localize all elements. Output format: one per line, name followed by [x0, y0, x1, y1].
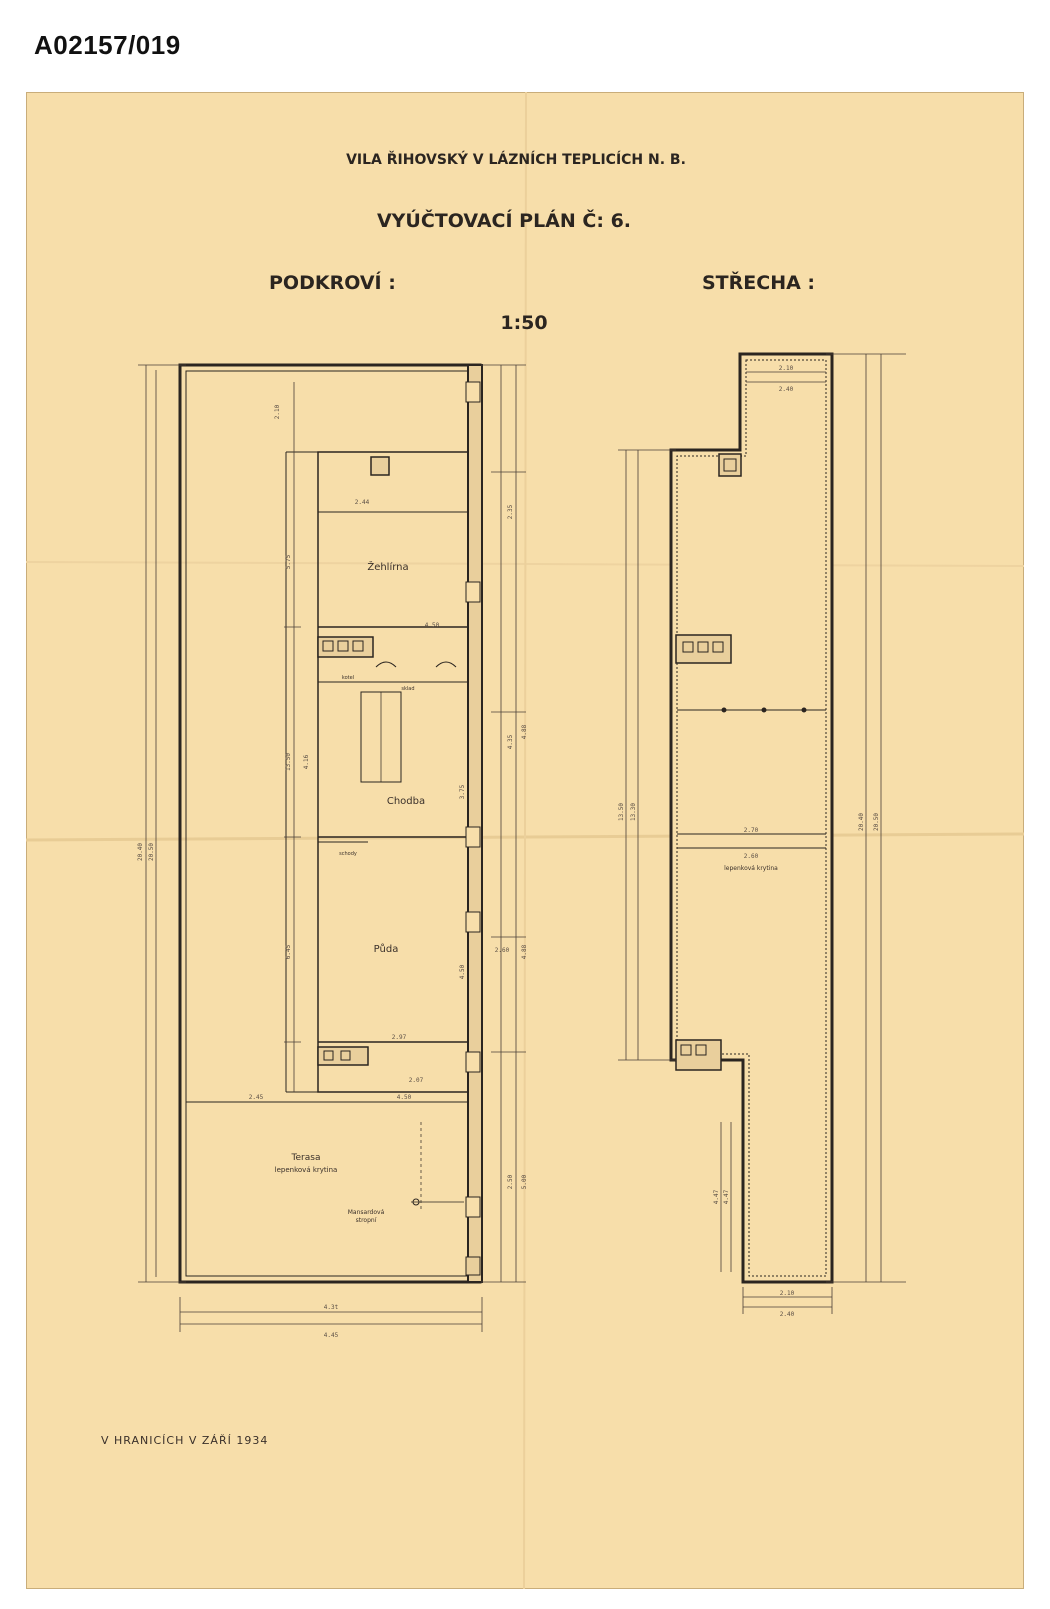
room-label-mansard: Mansardová	[348, 1209, 385, 1216]
dim-left-f: 4.50	[397, 1094, 412, 1101]
roof-plan	[669, 352, 834, 1284]
dim-right-low-2: 4.47	[723, 1189, 730, 1204]
dim-left-e: 2.45	[249, 1094, 264, 1101]
dim-left-inc: 2.07	[409, 1077, 424, 1084]
dim-right-left: 13.50	[618, 803, 625, 821]
dim-left-c: 4.16	[303, 754, 310, 769]
roof-label: lepenková krytina	[724, 865, 778, 872]
dim-left-r8: 2.60	[495, 947, 510, 954]
dim-right-left-2: 13.30	[630, 803, 637, 821]
dim-left-bottom-2: 4.45	[324, 1332, 339, 1339]
roof-dimension-lines	[618, 353, 906, 1314]
sheet-footer: V HRANICÍCH V ZÁŘÍ 1934	[101, 1434, 268, 1447]
dim-right-inner: 20.50	[873, 813, 880, 831]
dim-left-a: 5.75	[285, 554, 292, 569]
dim-left-r9: 2.50	[507, 1174, 514, 1189]
dim-right-bot-1: 2.10	[780, 1290, 795, 1297]
dim-left-r5: 3.75	[459, 784, 466, 799]
room-label-stair: schody	[339, 851, 357, 857]
sheet-subtitle: VYÚČTOVACÍ PLÁN Č: 6.	[377, 208, 631, 232]
dim-left-r7: 4.88	[521, 944, 528, 959]
room-label-terasa-note: lepenková krytina	[275, 1166, 338, 1174]
dim-left-r4: 5.00	[521, 1174, 528, 1189]
room-label-sklad: sklad	[401, 686, 414, 692]
dim-left-bottom-1: 4.3t	[324, 1304, 339, 1311]
dim-right-top-2: 2.40	[779, 386, 794, 393]
scale-label: 1:50	[500, 312, 547, 334]
dim-left-g: 2.97	[392, 1034, 407, 1041]
attic-floor-plan	[178, 363, 483, 1284]
room-label-terasa: Terasa	[291, 1153, 321, 1163]
attic-dimension-lines	[138, 364, 526, 1332]
dim-left-top: 2.10	[274, 404, 281, 419]
room-label-chodba: Chodba	[387, 796, 425, 807]
room-label-puda: Půda	[374, 943, 399, 955]
dim-right-mid-1: 2.70	[744, 827, 759, 834]
dim-right-top-1: 2.10	[779, 365, 794, 372]
sheet-title: VILA ŘIHOVSKÝ V LÁZNÍCH TEPLICÍCH N. B.	[346, 150, 686, 168]
dim-left-total: 20.40	[137, 843, 144, 861]
room-label-zehlirna: Žehlírna	[367, 560, 408, 573]
dim-left-inb: 4.50	[425, 622, 440, 629]
dim-left-d: 6.45	[285, 944, 292, 959]
dim-right-total: 20.40	[858, 813, 865, 831]
drawing-sheet: VILA ŘIHOVSKÝ V LÁZNÍCH TEPLICÍCH N. B. …	[26, 92, 1024, 1589]
dim-right-low-1: 4.47	[713, 1189, 720, 1204]
dim-left-r2: 4.88	[521, 724, 528, 739]
archive-id: A02157/019	[34, 30, 181, 60]
dim-right-bot-2: 2.40	[780, 1311, 795, 1318]
dim-left-r6: 4.50	[459, 964, 466, 979]
right-plan-heading: STŘECHA :	[702, 271, 815, 294]
dim-left-ina: 2.44	[355, 499, 370, 506]
left-plan-heading: PODKROVÍ :	[269, 271, 396, 294]
dim-left-b: 13.50	[285, 753, 292, 771]
dim-left-r1: 2.35	[507, 504, 514, 519]
dim-left-r3: 4.35	[507, 734, 514, 749]
room-label-mansard-2: stropní	[356, 1217, 377, 1224]
room-label-kotel: kotel	[342, 675, 354, 681]
dim-left-inner: 20.50	[148, 843, 155, 861]
dim-right-mid-2: 2.60	[744, 853, 759, 860]
